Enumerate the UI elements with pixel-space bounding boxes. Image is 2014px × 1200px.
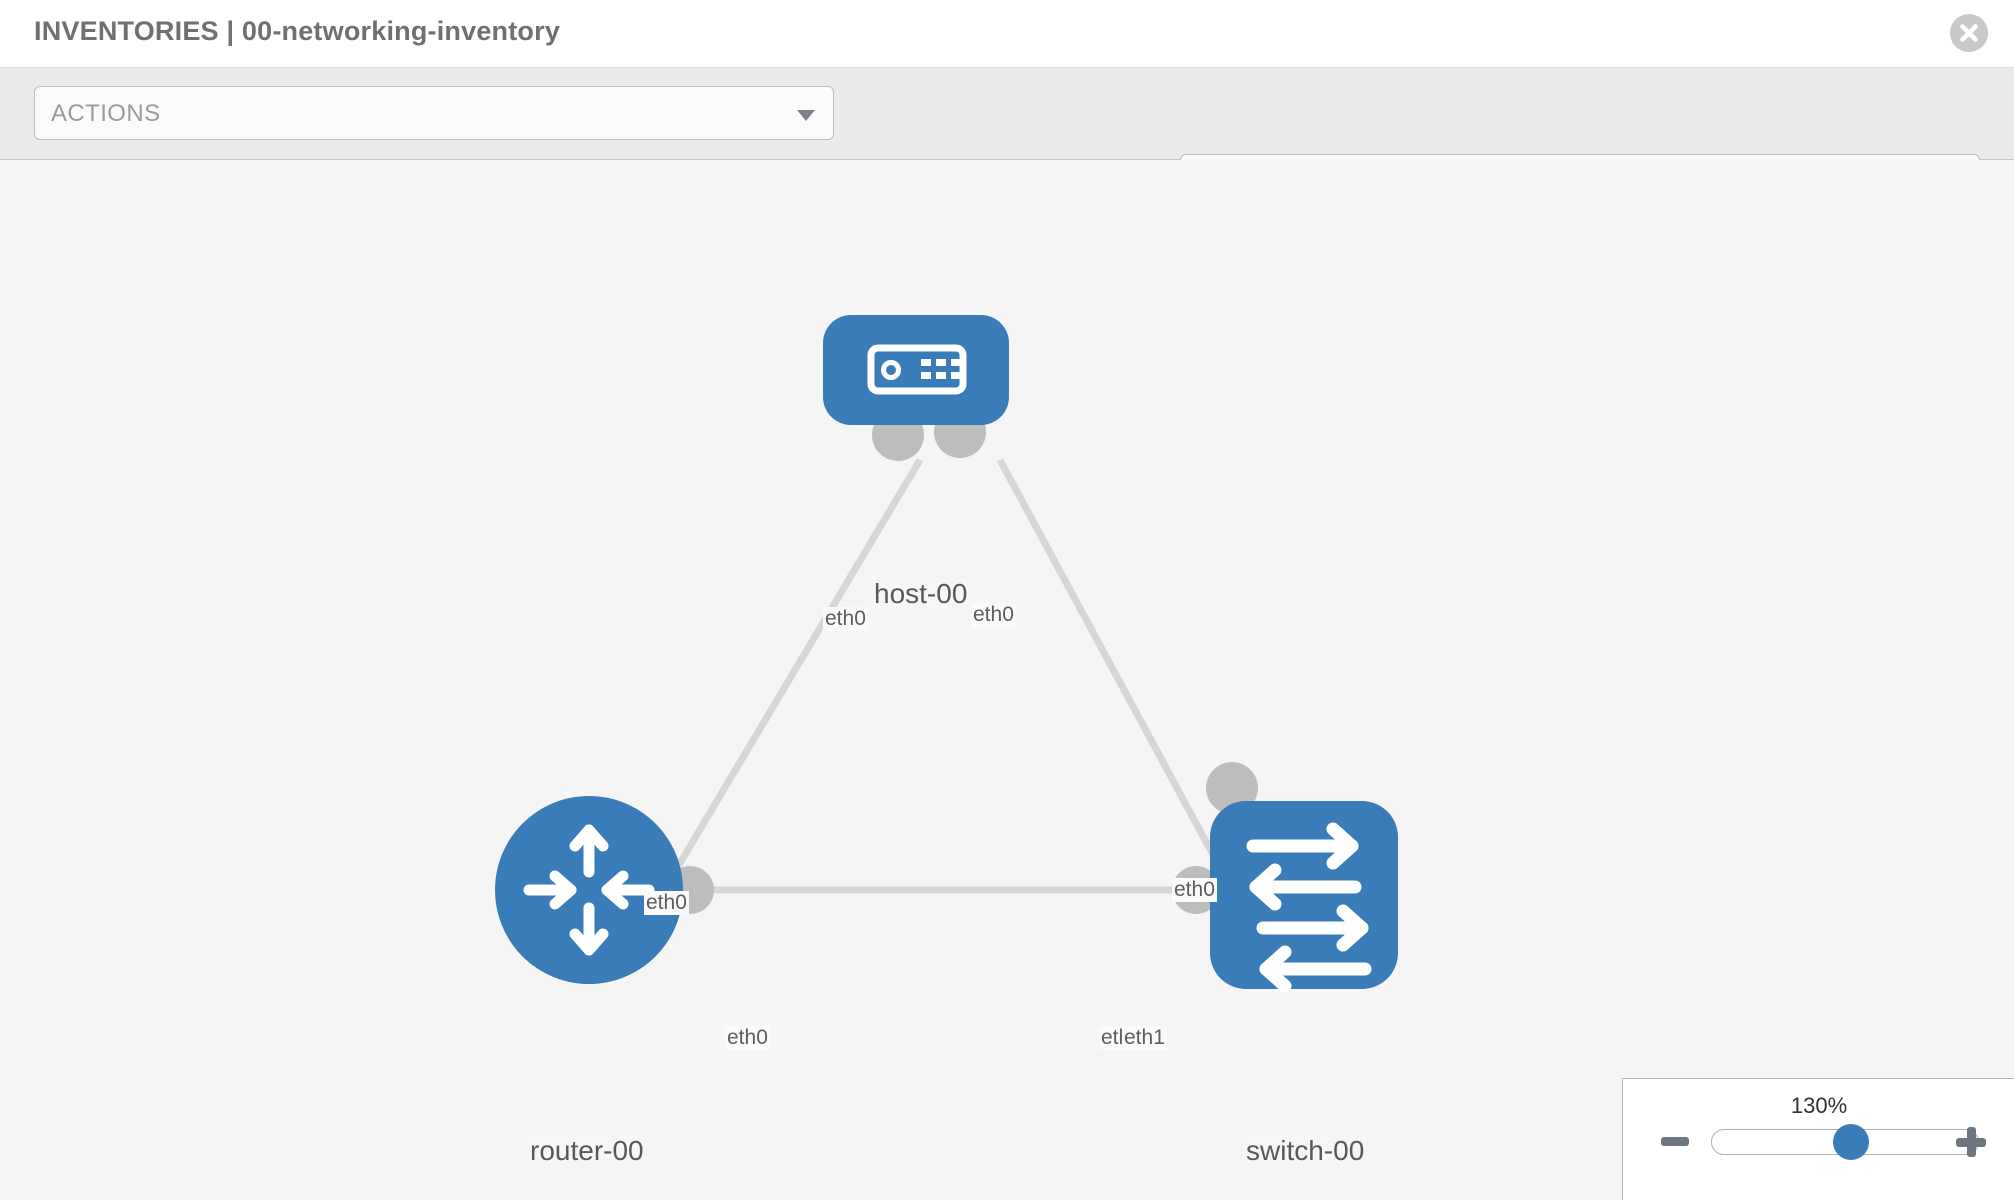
- zoom-control-panel: 130%: [1622, 1078, 2014, 1200]
- actions-dropdown-label: ACTIONS: [51, 100, 161, 127]
- server-icon: [867, 344, 967, 395]
- zoom-level-label: 130%: [1790, 1093, 1848, 1118]
- connector-switch00-nw: [1206, 762, 1258, 814]
- zoom-slider-thumb[interactable]: [1833, 1124, 1869, 1160]
- iface-label-switch00-west-eth1: eth1: [1122, 1026, 1167, 1050]
- node-switch-00[interactable]: [1210, 801, 1398, 993]
- router-arrows-icon: [523, 824, 655, 956]
- switch-arrows-icon: [1246, 822, 1372, 993]
- page-header: INVENTORIES | 00-networking-inventory: [0, 0, 2014, 68]
- topology-canvas[interactable]: host-00 router-00 switch-00 eth0 eth0 et…: [0, 160, 2014, 1200]
- node-label-router-00: router-00: [528, 1135, 646, 1167]
- topology-graph: [495, 315, 1398, 993]
- link-host00-router00: [651, 458, 924, 907]
- link-host00-switch00: [996, 458, 1236, 892]
- page-title: INVENTORIES | 00-networking-inventory: [34, 16, 561, 46]
- zoom-out-button[interactable]: [1661, 1137, 1689, 1146]
- iface-label-router00-east: eth0: [725, 1026, 770, 1050]
- node-router-00[interactable]: [495, 796, 683, 984]
- topology-links: [651, 458, 1236, 907]
- actions-dropdown[interactable]: ACTIONS: [34, 86, 834, 140]
- close-icon[interactable]: [1950, 14, 1988, 52]
- node-host-00[interactable]: [823, 315, 1009, 425]
- toolbar: ACTIONS: [0, 68, 2014, 209]
- chevron-down-icon: [797, 110, 815, 121]
- iface-label-switch00-north: eth0: [1172, 878, 1217, 902]
- iface-label-host00-right: eth0: [971, 603, 1016, 627]
- node-label-switch-00: switch-00: [1244, 1135, 1367, 1167]
- iface-label-router00-north: eth0: [644, 891, 689, 915]
- topology-connectors: [666, 406, 1258, 914]
- iface-label-host00-left: eth0: [823, 607, 868, 631]
- zoom-in-button[interactable]: [1956, 1127, 1986, 1157]
- node-label-host-00: host-00: [872, 578, 970, 610]
